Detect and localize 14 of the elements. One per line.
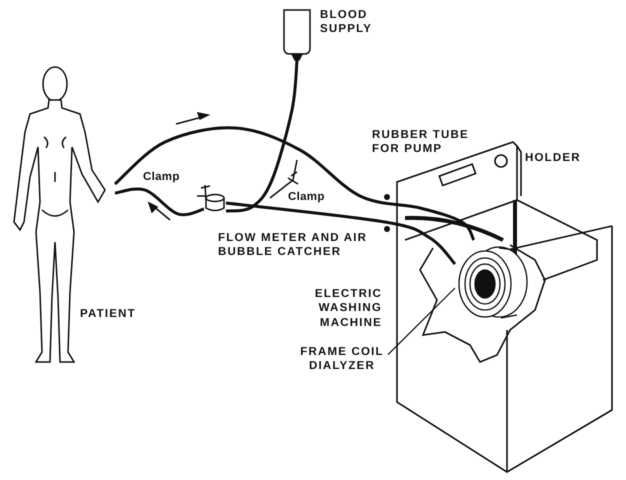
part-label: RUBBER TUBE FOR PUMP <box>372 128 470 157</box>
part-label: FRAME COIL DIALYZER <box>296 345 388 393</box>
tube <box>226 60 298 212</box>
leader-line <box>388 288 456 356</box>
part-label: PATIENT <box>80 307 137 322</box>
tube <box>114 187 204 216</box>
tube <box>114 126 476 241</box>
part-label: ELECTRIC WASHING MACHINE <box>314 287 382 330</box>
part-label: FLOW METER AND AIR BUBBLE CATCHER <box>218 231 368 260</box>
part-label: Clamp <box>288 190 326 204</box>
tube <box>226 202 456 265</box>
part-label: HOLDER <box>525 151 582 166</box>
part-label: Clamp <box>143 170 181 184</box>
part-label: BLOOD SUPPLY <box>320 8 374 37</box>
